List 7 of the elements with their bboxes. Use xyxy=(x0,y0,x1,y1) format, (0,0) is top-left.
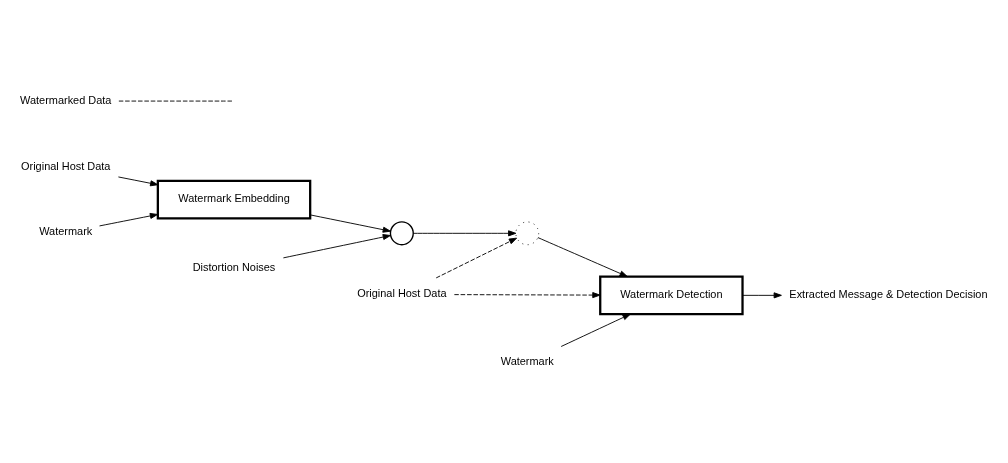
node-text: Watermarked Data xyxy=(20,93,112,106)
node-text: Watermark xyxy=(39,225,93,238)
node-text: Original Host Data xyxy=(21,159,111,172)
node-text: Original Host Data xyxy=(357,287,447,300)
node-text: Distortion Noises xyxy=(192,260,276,273)
node-text: Extracted Message & Detection Decision xyxy=(789,288,988,301)
node-text: Watermark xyxy=(500,354,554,367)
